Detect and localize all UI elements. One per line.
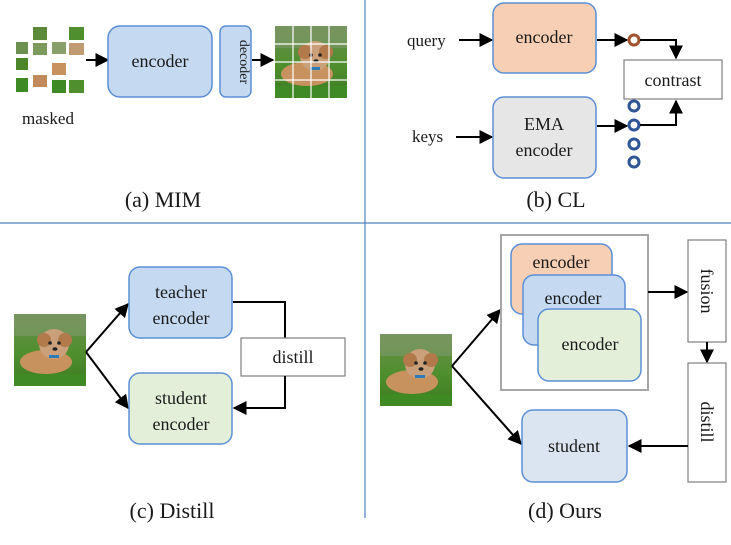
input-dog-image-ours bbox=[380, 334, 452, 406]
query-token bbox=[627, 33, 641, 47]
cl-encoder-label: encoder bbox=[516, 27, 573, 47]
fusion-box bbox=[687, 239, 727, 343]
masked-image bbox=[16, 27, 84, 93]
arrow-keys-to-contrast bbox=[640, 99, 683, 126]
mim-decoder-label: decoder bbox=[236, 40, 251, 85]
arrow-query-to-contrast bbox=[640, 39, 683, 60]
student-label-line2: encoder bbox=[153, 414, 210, 434]
mim-decoder-box bbox=[219, 25, 252, 98]
ours-encoder-3-label: encoder bbox=[562, 334, 619, 354]
ours-encoder-3 bbox=[537, 308, 642, 382]
contrast-label: contrast bbox=[645, 70, 702, 90]
panel-ours: encoder encoder encoder fusion distill s… bbox=[380, 234, 727, 523]
panel-distill: teacher encoder student encoder distill … bbox=[14, 266, 346, 523]
key-tokens bbox=[627, 99, 641, 169]
distill-label-d: distill bbox=[697, 401, 717, 442]
mim-encoder-box bbox=[107, 25, 213, 98]
distill-label-c: distill bbox=[272, 347, 313, 367]
ema-encoder-box bbox=[492, 96, 597, 179]
reconstructed-image bbox=[275, 26, 347, 98]
ours-encoder-1-label: encoder bbox=[533, 252, 590, 272]
arrow-to-student bbox=[85, 351, 129, 410]
caption-ours: (d) Ours bbox=[528, 498, 602, 523]
arrow-to-student-ours bbox=[451, 365, 522, 446]
panel-mim: masked encoder decoder (a) MIM bbox=[16, 25, 347, 212]
ours-student-label: student bbox=[548, 436, 600, 456]
keys-label: keys bbox=[412, 127, 443, 146]
contrast-box bbox=[623, 59, 723, 100]
line-teacher-to-distill bbox=[233, 301, 286, 338]
caption-distill: (c) Distill bbox=[130, 498, 215, 523]
mim-encoder-label: encoder bbox=[132, 51, 189, 71]
ours-student-box bbox=[521, 409, 628, 483]
arrow-distill-to-student bbox=[232, 376, 286, 415]
cl-encoder-box bbox=[492, 2, 597, 74]
masked-label: masked bbox=[22, 109, 74, 128]
caption-cl: (b) CL bbox=[526, 187, 585, 212]
ema-label-line2: encoder bbox=[516, 140, 573, 160]
input-dog-image bbox=[14, 314, 86, 386]
arrow-to-teacher bbox=[85, 302, 129, 353]
arrow-to-ensemble bbox=[451, 308, 501, 367]
distill-box-c bbox=[240, 337, 346, 377]
caption-mim: (a) MIM bbox=[125, 187, 201, 212]
ours-encoder-2-label: encoder bbox=[545, 288, 602, 308]
teacher-label-line1: teacher bbox=[155, 282, 207, 302]
teacher-encoder-box bbox=[128, 266, 233, 339]
student-encoder-box bbox=[128, 372, 233, 445]
fusion-label: fusion bbox=[697, 269, 717, 314]
query-label: query bbox=[407, 31, 446, 50]
student-label-line1: student bbox=[155, 388, 207, 408]
panel-cl: query encoder contrast keys EMA encoder … bbox=[407, 2, 723, 212]
teacher-label-line2: encoder bbox=[153, 308, 210, 328]
distill-box-d bbox=[687, 362, 727, 483]
ema-label-line1: EMA bbox=[524, 114, 564, 134]
